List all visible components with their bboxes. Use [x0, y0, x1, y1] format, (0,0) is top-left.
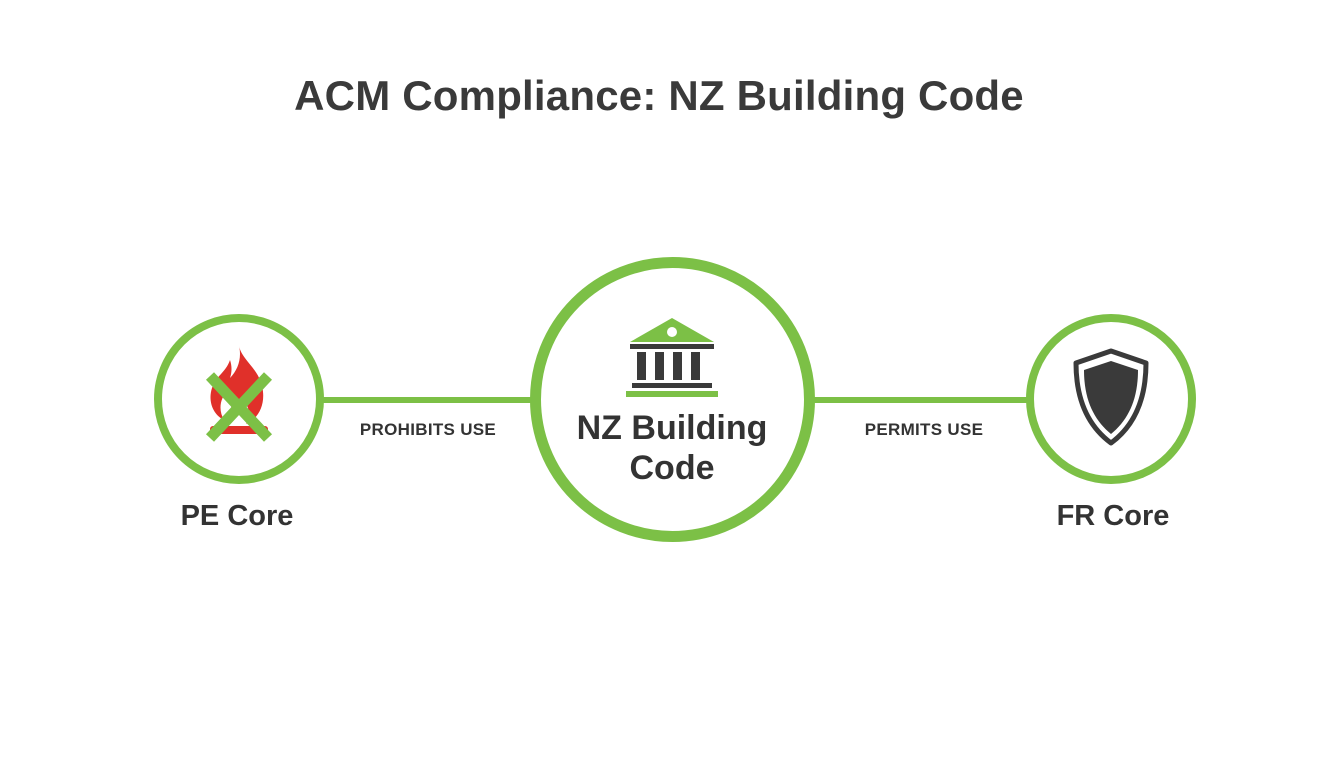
government-building-icon — [624, 316, 720, 398]
connector-line-permits — [806, 397, 1032, 403]
pe-core-node-circle — [154, 314, 324, 484]
fr-core-label: FR Core — [1056, 500, 1170, 532]
connector-line-prohibits — [320, 397, 540, 403]
diagram-title: ACM Compliance: NZ Building Code — [294, 72, 1024, 119]
shield-icon — [1070, 348, 1152, 446]
permits-use-label: PERMITS USE — [864, 420, 984, 439]
center-label-line1: NZ Building — [576, 409, 768, 447]
pe-core-label: PE Core — [180, 500, 294, 532]
center-label-line2: Code — [629, 449, 715, 487]
nz-building-code-node-circle — [530, 257, 815, 542]
nz-building-code-label: NZ Building Code — [540, 408, 804, 488]
prohibits-use-label: PROHIBITS USE — [359, 420, 497, 439]
crossed-out-flame-icon — [202, 342, 276, 442]
